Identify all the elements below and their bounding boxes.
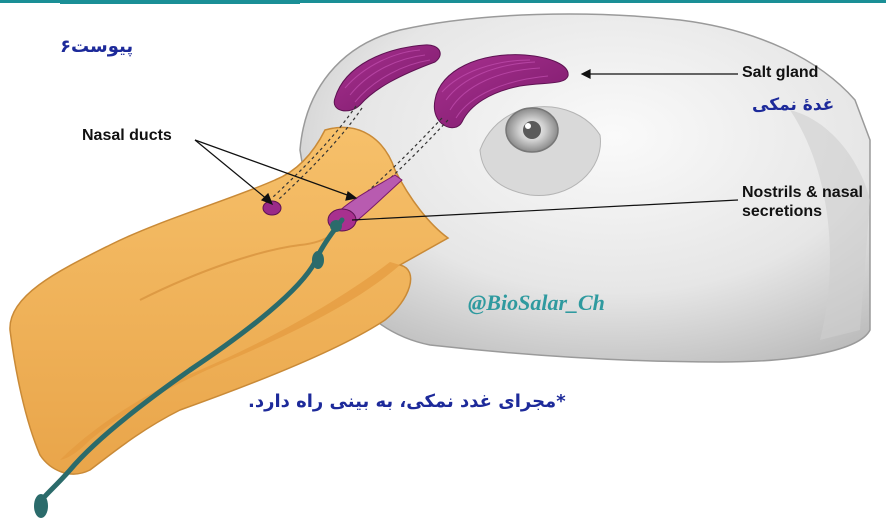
nasal-ducts-label: Nasal ducts [82,127,172,145]
beak [10,127,448,474]
top-border-tab [60,0,300,4]
nostrils-label-line2: secretions [742,202,863,221]
eye-highlight [525,123,531,129]
salt-gland-persian-label: غدۀ نمکی [752,95,834,115]
secretion-droplet-top [330,220,342,232]
pupil [523,121,541,139]
salt-gland-label: Salt gland [742,64,818,82]
secretion-droplet-mid [312,251,324,269]
watermark: @BioSalar_Ch [468,290,605,316]
secretion-droplet-bottom [34,494,48,518]
persian-caption: *مجرای غدد نمکی، به بینی راه دارد. [248,391,566,412]
nostrils-label: Nostrils & nasal secretions [742,183,863,221]
appendix-label: پیوست۶ [60,36,133,57]
nostrils-label-line1: Nostrils & nasal [742,183,863,202]
